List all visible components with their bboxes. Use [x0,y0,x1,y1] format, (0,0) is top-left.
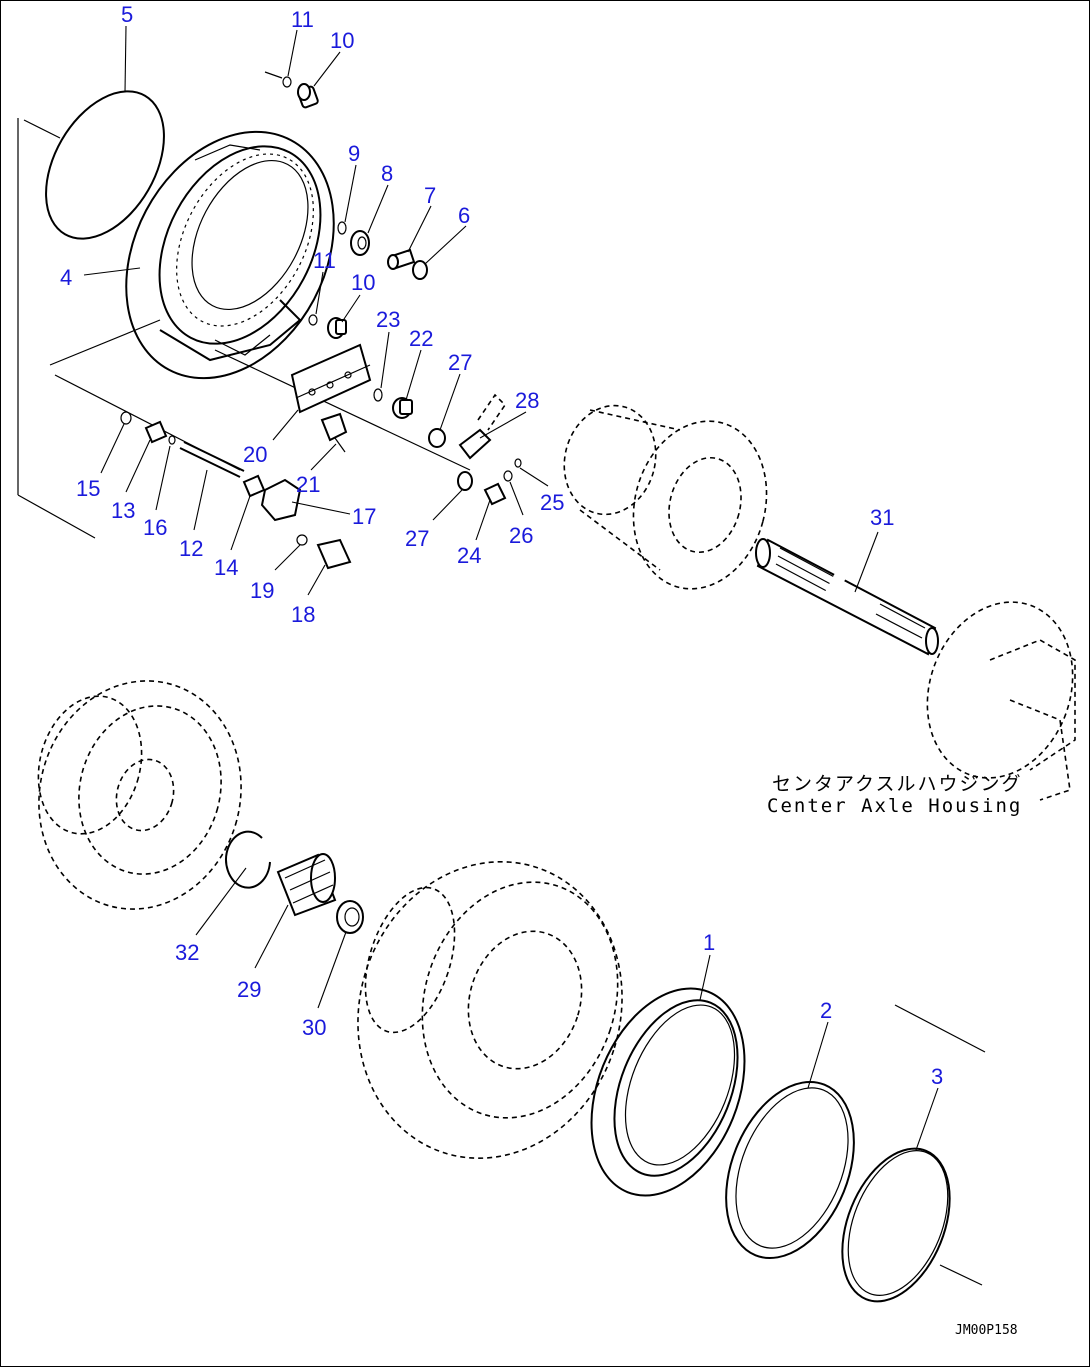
lever-part-17 [260,478,302,522]
washer-part-9 [337,221,347,235]
washer-part-19 [296,534,308,546]
bolt-part-10-top [297,83,319,109]
callout-27-top: 27 [448,350,472,375]
callout-16: 16 [143,515,167,540]
washer-part-11-mid [308,314,318,326]
callout-3: 3 [931,1064,943,1089]
callout-2: 2 [820,998,832,1023]
callout-20: 20 [243,442,267,467]
reference-lines-bottom [894,1004,986,1286]
note-japanese: センタアクスルハウジング [772,773,1022,795]
washer-part-23 [373,388,383,402]
callout-24: 24 [457,543,481,568]
callout-11-top: 11 [291,7,314,32]
callout-15: 15 [76,476,100,501]
callout-29: 29 [237,977,261,1002]
bearing-part-29 [276,853,337,917]
pin-part-7 [387,248,416,270]
differential-carrier-dashed [563,404,768,590]
drawing-code: JM00P158 [955,1323,1018,1338]
callout-9: 9 [348,141,360,166]
callout-25: 25 [540,490,564,515]
callout-21: 21 [296,472,320,497]
callout-8: 8 [381,161,393,186]
callout-17: 17 [352,504,376,529]
callout-11-mid: 11 [313,248,336,273]
callout-31: 31 [870,505,894,530]
plug-part-13 [144,420,168,444]
callout-22: 22 [409,326,433,351]
cap-part-6 [412,260,428,280]
callout-10-top: 10 [330,28,354,53]
reference-lines-top [17,71,471,539]
callout-labels: 5 11 10 9 8 7 6 4 11 10 23 22 27 28 20 2… [60,2,943,1089]
callout-18: 18 [291,602,315,627]
spring-part-14 [242,474,266,498]
callout-23: 23 [376,307,400,332]
o-ring-part-3 [841,1147,951,1303]
axle-shaft-part-31 [755,538,939,656]
callout-30: 30 [302,1015,326,1040]
bolt-part-10-mid [327,317,347,339]
callout-1: 1 [703,930,715,955]
callout-13: 13 [111,498,135,523]
o-ring-part-5 [45,90,165,240]
snap-ring-part-32 [225,830,271,889]
callout-14: 14 [214,555,238,580]
callout-19: 19 [250,578,274,603]
spacer-part-30 [336,900,364,934]
bolt-part-21 [320,412,348,453]
rod-part-12 [179,441,245,478]
callout-12: 12 [179,536,203,561]
brake-housing-part-4 [125,130,335,380]
callout-26: 26 [509,523,533,548]
ring-part-2 [725,1080,855,1260]
nut-part-27-bottom [457,471,473,491]
o-ring-part-16 [168,435,176,445]
washer-part-25 [514,458,522,468]
callout-10-mid: 10 [351,270,375,295]
washer-part-26 [503,470,513,482]
bolt-part-18 [316,538,352,570]
bracket-part-20 [290,343,372,414]
nut-part-27-top [428,428,446,448]
callout-4: 4 [60,265,72,290]
callout-28: 28 [515,388,539,413]
wheel-hub-dashed [357,860,623,1160]
fitting-part-22 [392,397,413,419]
washer-part-11-top [282,76,292,88]
callout-7: 7 [424,183,436,208]
planetary-carrier-dashed [37,680,242,910]
callout-27-bottom: 27 [405,526,429,551]
seal-part-1 [590,987,746,1197]
callout-6: 6 [458,203,470,228]
callout-5: 5 [121,2,133,27]
o-ring-part-15 [120,411,132,425]
nut-part-8 [350,230,370,256]
elbow-part-24 [483,482,507,506]
callout-32: 32 [175,940,199,965]
center-axle-housing-dashed [926,601,1076,801]
leader-lines [83,25,939,1151]
elbow-part-28 [458,393,507,460]
note-english: Center Axle Housing [767,795,1022,817]
